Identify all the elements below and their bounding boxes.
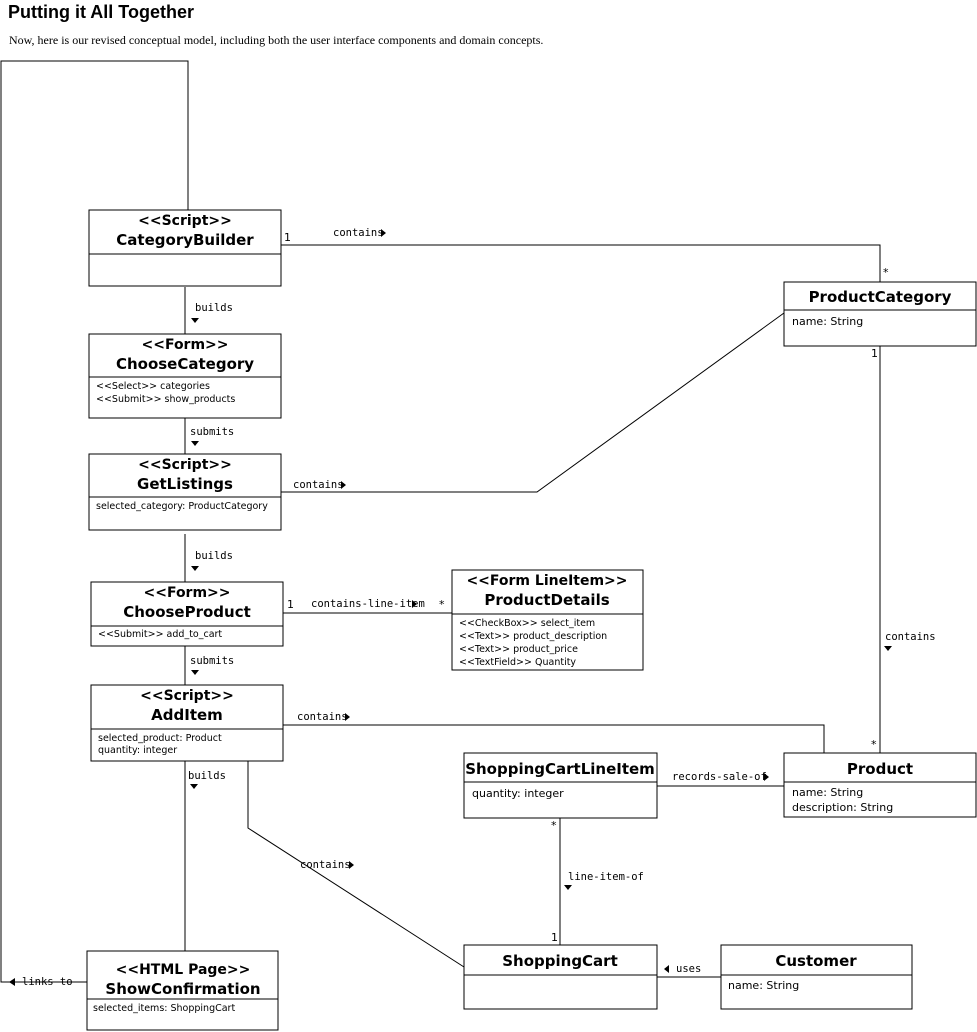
submits-label: submits	[190, 655, 234, 667]
class-attribute: name: String	[792, 786, 863, 799]
builds-label: builds	[195, 550, 233, 562]
uses-label: uses	[676, 963, 701, 975]
class-chooseproduct: <<Form>> ChooseProduct <<Submit>> add_to…	[90, 581, 284, 647]
class-attribute: name: String	[728, 979, 799, 992]
edge-getlistings-builds-chooseproduct: builds	[184, 534, 233, 582]
class-name: CategoryBuilder	[116, 231, 254, 249]
class-attribute: <<Select>> categories	[96, 381, 210, 392]
class-attribute: <<Submit>> show_products	[96, 394, 235, 405]
builds-label: builds	[195, 302, 233, 314]
class-categorybuilder: <<Script>> CategoryBuilder	[88, 209, 282, 287]
contains-line-item-label: contains-line-item	[311, 598, 425, 610]
class-stereotype: <<Form>>	[143, 585, 230, 601]
class-name: ShowConfirmation	[105, 980, 260, 998]
class-name: Customer	[775, 952, 857, 970]
class-additem: <<Script>> AddItem selected_product: Pro…	[90, 684, 284, 762]
links-to-arrow	[9, 978, 15, 986]
multiplicity-star: *	[551, 819, 557, 832]
class-stereotype: <<Script>>	[138, 213, 232, 229]
multiplicity-1: 1	[284, 231, 291, 244]
multiplicity-star: *	[871, 738, 877, 751]
class-attribute: name: String	[792, 315, 863, 328]
multiplicity-star: *	[883, 266, 889, 279]
edge-lineitem-line-item-of-shoppingcart: line-item-of * 1	[551, 818, 644, 945]
class-choosecategory: <<Form>> ChooseCategory <<Select>> categ…	[88, 333, 282, 419]
class-name: ShoppingCartLineItem	[465, 760, 655, 778]
class-name: ProductCategory	[809, 288, 952, 306]
class-customer: Customer name: String	[720, 944, 913, 1010]
class-attribute: selected_category: ProductCategory	[96, 501, 268, 512]
class-attribute: <<Text>> product_description	[459, 631, 607, 642]
edge-additem-contains-shoppingcart: contains	[247, 761, 465, 968]
class-attribute: <<CheckBox>> select_item	[459, 618, 595, 629]
class-attribute: selected_product: Product	[98, 733, 222, 744]
class-name: Product	[847, 760, 913, 778]
edge-additem-contains-product: contains	[283, 711, 825, 753]
edge-customer-uses-shoppingcart: uses	[657, 963, 721, 978]
contains-label: contains	[885, 631, 936, 643]
records-sale-of-label: records-sale-of	[672, 771, 767, 783]
submits-label: submits	[190, 426, 234, 438]
class-shoppingcartlineitem: ShoppingCartLineItem quantity: integer	[463, 752, 658, 819]
class-attribute: description: String	[792, 801, 893, 814]
edge-getlistings-contains-productcategory: contains	[281, 312, 785, 493]
class-attribute: quantity: integer	[98, 745, 177, 756]
contains-label: contains	[333, 227, 384, 239]
edge-links-to: links-to	[0, 60, 189, 988]
contains-label: contains	[297, 711, 348, 723]
class-attribute: selected_items: ShoppingCart	[93, 1003, 235, 1014]
page-title: Putting it All Together	[8, 2, 194, 22]
class-shoppingcart: ShoppingCart	[463, 944, 658, 1010]
edge-choosecategory-submits-getlistings: submits	[184, 418, 234, 454]
class-name: AddItem	[151, 706, 223, 724]
class-stereotype: <<HTML Page>>	[116, 962, 251, 978]
multiplicity-1: 1	[287, 598, 294, 611]
class-stereotype: <<Form LineItem>>	[466, 573, 627, 589]
multiplicity-1: 1	[551, 931, 558, 944]
class-stereotype: <<Form>>	[141, 337, 228, 353]
class-attribute: <<Submit>> add_to_cart	[98, 629, 222, 640]
contains-label: contains	[293, 479, 344, 491]
class-productdetails: <<Form LineItem>> ProductDetails <<Check…	[451, 569, 644, 671]
intro-text: Now, here is our revised conceptual mode…	[9, 33, 544, 47]
class-attribute: <<TextField>> Quantity	[459, 657, 576, 668]
class-showconfirmation: <<HTML Page>> ShowConfirmation selected_…	[86, 950, 279, 1031]
edge-productcategory-contains-product: contains 1 *	[871, 346, 936, 753]
class-name: ShoppingCart	[502, 952, 618, 970]
edge-categorybuilder-contains-productcategory: contains 1 *	[281, 227, 889, 282]
edge-lineitem-records-sale-of-product: records-sale-of	[657, 771, 784, 787]
class-name: ProductDetails	[484, 591, 609, 609]
class-attribute: quantity: integer	[472, 787, 564, 800]
builds-label: builds	[188, 770, 226, 782]
class-attribute: <<Text>> product_price	[459, 644, 578, 655]
class-getlistings: <<Script>> GetListings selected_category…	[88, 453, 282, 531]
class-product: Product name: String description: String	[783, 752, 977, 818]
class-name: ChooseCategory	[116, 355, 254, 373]
multiplicity-star: *	[439, 598, 445, 611]
class-stereotype: <<Script>>	[138, 457, 232, 473]
class-name: GetListings	[137, 475, 233, 493]
class-stereotype: <<Script>>	[140, 688, 234, 704]
links-to-label: links-to	[22, 976, 73, 988]
class-name: ChooseProduct	[123, 603, 251, 621]
edge-additem-builds-showconfirmation: builds	[184, 761, 226, 951]
line-item-of-label: line-item-of	[568, 871, 644, 883]
edge-chooseproduct-contains-line-item-productdetails: contains-line-item 1 *	[283, 598, 452, 614]
class-productcategory: ProductCategory name: String	[783, 281, 977, 347]
edge-chooseproduct-submits-additem: submits	[184, 646, 234, 685]
multiplicity-1: 1	[871, 347, 878, 360]
contains-label: contains	[300, 859, 351, 871]
edge-categorybuilder-builds-choosecategory: builds	[184, 287, 233, 334]
